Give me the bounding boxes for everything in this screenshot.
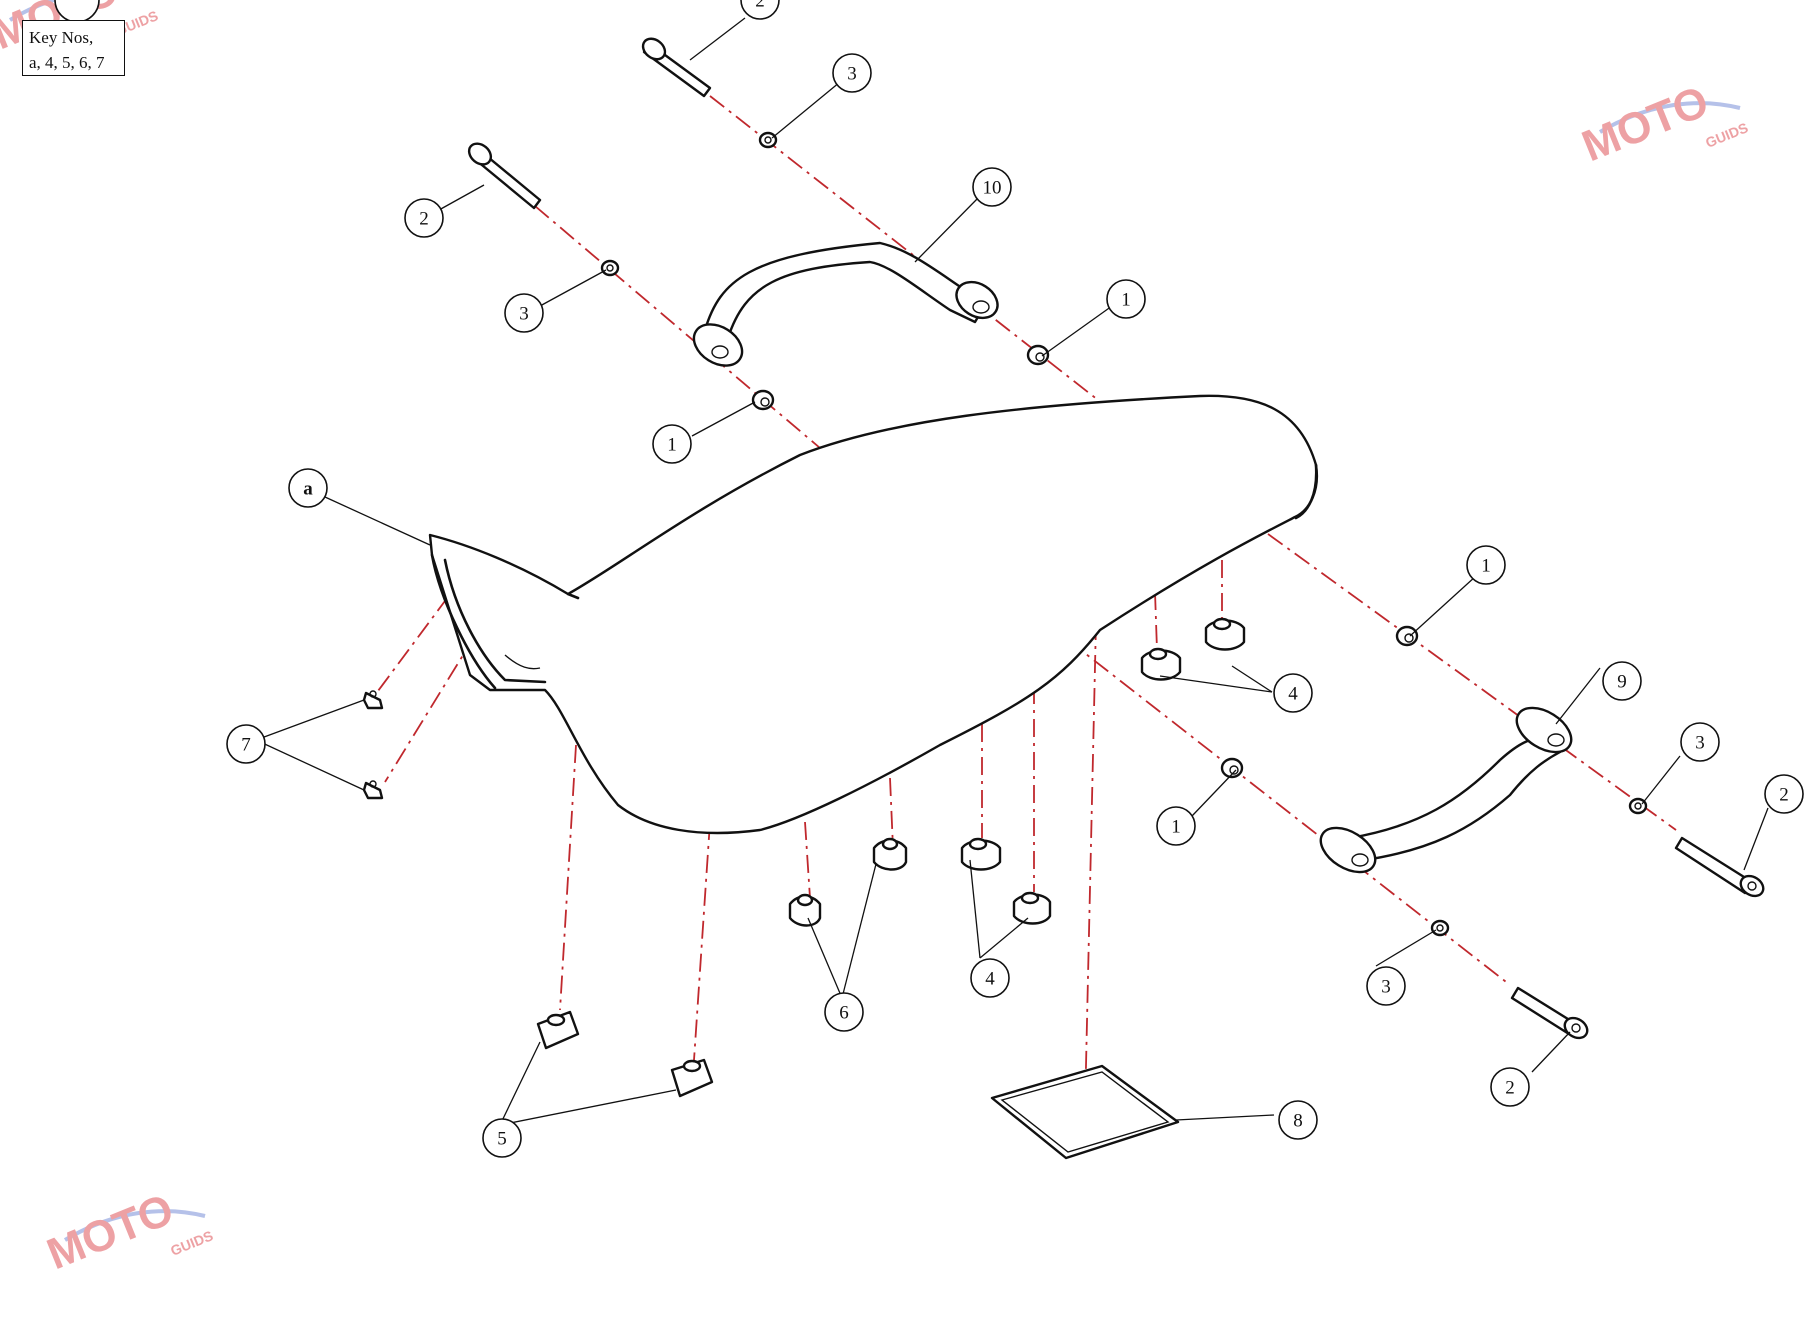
callout-1-lower-mid: 1 bbox=[1156, 806, 1196, 846]
callout-4-lower-label: 4 bbox=[985, 969, 995, 990]
grab-rail-10 bbox=[692, 241, 999, 367]
clip-7 bbox=[362, 690, 384, 710]
nut-1 bbox=[1395, 625, 1419, 647]
callout-1-lower-right-circle bbox=[1466, 545, 1506, 585]
callout-2-right-label: 2 bbox=[1779, 785, 1789, 806]
callout-3-upper-left-label: 3 bbox=[519, 304, 529, 325]
callout-2-bottom: 2 bbox=[1490, 1067, 1530, 1107]
callout-4-upper-label: 4 bbox=[1288, 684, 1298, 705]
callout-1-lower-right: 1 bbox=[1466, 545, 1506, 585]
rubber-buffer-4 bbox=[960, 837, 1002, 871]
washer-3 bbox=[1430, 919, 1450, 937]
callout-1-lower-right-label: 1 bbox=[1481, 556, 1491, 577]
callout-5-label: 5 bbox=[497, 1129, 507, 1150]
callout-8-label: 8 bbox=[1293, 1111, 1303, 1132]
callout-6: 6 bbox=[824, 992, 864, 1032]
callout-10: 10 bbox=[972, 167, 1012, 207]
callout-3-bottom: 3 bbox=[1366, 966, 1406, 1006]
callout-10-circle bbox=[972, 167, 1012, 207]
callout-3-bottom-label: 3 bbox=[1381, 977, 1391, 998]
washer-3 bbox=[600, 259, 620, 277]
callout-7-circle bbox=[226, 724, 266, 764]
callout-a: a bbox=[288, 468, 328, 508]
callout-bubbles: a 1 1 1 1 2 2 2 2 3 3 3 3 4 4 5 6 7 8 9 10 bbox=[226, 0, 1804, 1158]
callout-2-upper-left-label: 2 bbox=[419, 209, 429, 230]
washer-3 bbox=[1628, 797, 1648, 815]
callout-7: 7 bbox=[226, 724, 266, 764]
rubber-buffer-6 bbox=[872, 837, 908, 871]
callout-3-upper-left-circle bbox=[504, 293, 544, 333]
callout-8: 8 bbox=[1278, 1100, 1318, 1140]
callout-3-right-label: 3 bbox=[1695, 733, 1705, 754]
callout-3-top-label: 3 bbox=[847, 64, 857, 85]
bolt-2 bbox=[1674, 836, 1765, 898]
callout-4-lower: 4 bbox=[970, 958, 1010, 998]
callout-2-bottom-circle bbox=[1490, 1067, 1530, 1107]
rubber-buffer-4 bbox=[1140, 647, 1182, 681]
bolt-2 bbox=[641, 37, 712, 98]
callout-4-upper-circle bbox=[1273, 673, 1313, 713]
callout-3-upper-left: 3 bbox=[504, 293, 544, 333]
moto-guids-watermark bbox=[38, 1182, 218, 1282]
callout-1-upper-right-circle bbox=[1106, 279, 1146, 319]
callout-6-label: 6 bbox=[839, 1003, 849, 1024]
bolt-2 bbox=[1510, 986, 1589, 1040]
nut-1 bbox=[1026, 344, 1050, 366]
callout-2-top: 2 bbox=[740, 0, 780, 20]
callout-2-upper-left-circle bbox=[404, 198, 444, 238]
callout-9: 9 bbox=[1602, 661, 1642, 701]
callout-2-upper-left: 2 bbox=[404, 198, 444, 238]
callout-3-right: 3 bbox=[1680, 722, 1720, 762]
clip-7 bbox=[362, 780, 384, 800]
rubber-buffer-4 bbox=[1012, 891, 1052, 925]
square-nut-5 bbox=[536, 1010, 580, 1050]
callout-3-top-circle bbox=[832, 53, 872, 93]
bolt-2 bbox=[467, 142, 542, 210]
key-box-line-1: Key Nos, bbox=[29, 28, 94, 47]
rubber-buffer-6 bbox=[788, 893, 822, 927]
callout-2-top-circle bbox=[740, 0, 780, 20]
washer-3 bbox=[758, 131, 778, 149]
callout-9-circle bbox=[1602, 661, 1642, 701]
callout-3-top: 3 bbox=[832, 53, 872, 93]
callout-6-circle bbox=[824, 992, 864, 1032]
callout-1-lower-mid-circle bbox=[1156, 806, 1196, 846]
callout-4-lower-circle bbox=[970, 958, 1010, 998]
callout-7-label: 7 bbox=[241, 735, 251, 756]
callout-1-upper-left: 1 bbox=[652, 424, 692, 464]
callout-a-circle bbox=[288, 468, 328, 508]
callout-3-bottom-circle bbox=[1366, 966, 1406, 1006]
callout-1-upper-right-label: 1 bbox=[1121, 290, 1131, 311]
callout-9-label: 9 bbox=[1617, 672, 1627, 693]
callout-4-upper: 4 bbox=[1273, 673, 1313, 713]
rubber-buffer-4 bbox=[1204, 617, 1246, 651]
callout-8-circle bbox=[1278, 1100, 1318, 1140]
callout-a-label: a bbox=[303, 479, 313, 500]
nut-1 bbox=[1220, 757, 1244, 779]
square-nut-5 bbox=[670, 1058, 714, 1098]
callout-3-right-circle bbox=[1680, 722, 1720, 762]
callout-1-upper-right: 1 bbox=[1106, 279, 1146, 319]
callout-2-top-label: 2 bbox=[755, 0, 765, 12]
callout-1-upper-left-label: 1 bbox=[667, 435, 677, 456]
grab-rail-9 bbox=[1319, 706, 1573, 874]
callout-5-circle bbox=[482, 1118, 522, 1158]
key-numbers-box: Key Nos, a, 4, 5, 6, 7 bbox=[22, 20, 125, 76]
callout-5: 5 bbox=[482, 1118, 522, 1158]
callout-10-label: 10 bbox=[983, 178, 1002, 199]
callout-2-bottom-label: 2 bbox=[1505, 1078, 1515, 1099]
seat-assembly bbox=[428, 394, 1319, 835]
callout-2-right-circle bbox=[1764, 774, 1804, 814]
key-box-line-2: a, 4, 5, 6, 7 bbox=[29, 53, 105, 72]
callout-2-right: 2 bbox=[1764, 774, 1804, 814]
nut-1 bbox=[751, 389, 775, 411]
callout-1-lower-mid-label: 1 bbox=[1171, 817, 1181, 838]
callout-1-upper-left-circle bbox=[652, 424, 692, 464]
seat-pad-8 bbox=[990, 1064, 1180, 1160]
moto-guids-watermark bbox=[1573, 74, 1753, 174]
leader-lines bbox=[255, 17, 1769, 1126]
